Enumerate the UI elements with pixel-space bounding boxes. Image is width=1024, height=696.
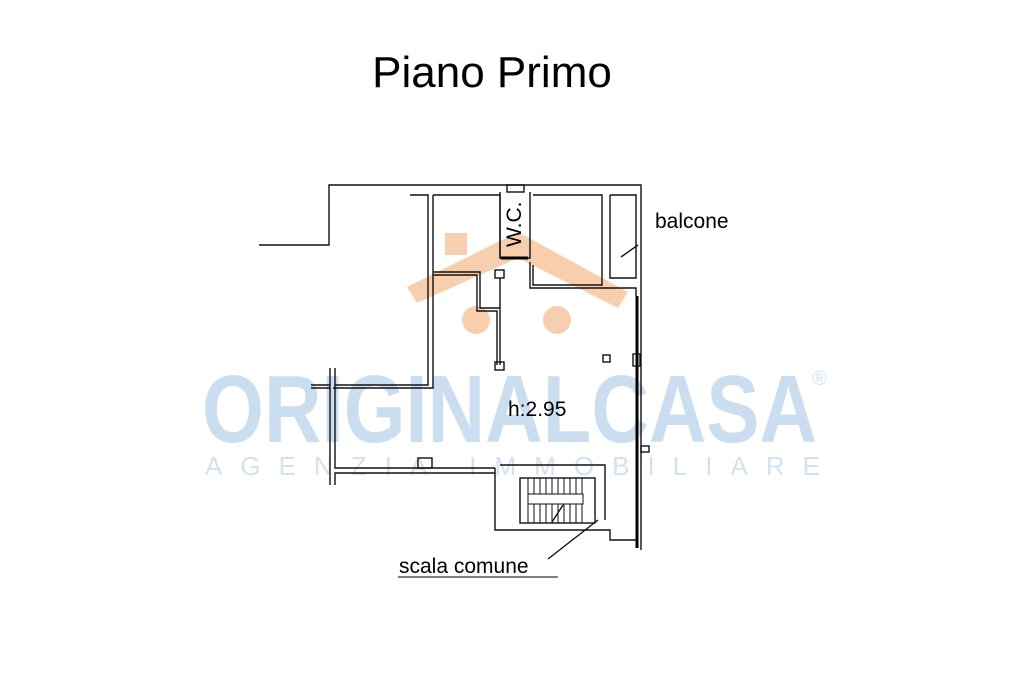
watermark-brand: ORIGINALCASA [202, 356, 817, 463]
watermark-registered: ® [812, 368, 827, 390]
label-ceiling-height: h:2.95 [508, 398, 566, 421]
watermark-house-logo [407, 232, 628, 334]
label-common-stairs: scala comune [399, 555, 529, 578]
label-balcony: balcone [655, 210, 729, 233]
walls [259, 184, 650, 560]
label-wc: W.C. [503, 202, 526, 248]
page-title: Piano Primo [372, 48, 612, 97]
